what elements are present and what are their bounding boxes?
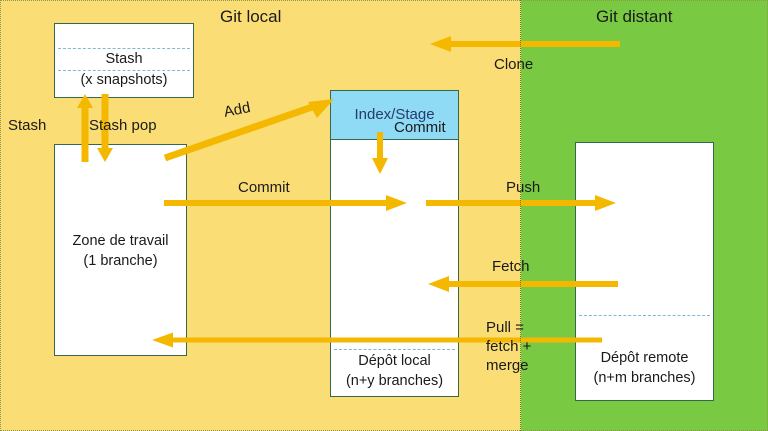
arrow-label-pull-line1: Pull = <box>486 319 524 336</box>
zone-title-git-local: Git local <box>220 7 282 26</box>
box-stash: Stash (x snapshots) <box>54 23 194 98</box>
arrow-label-commit-horizontal: Commit <box>238 179 290 196</box>
arrow-stash-pop <box>96 94 120 162</box>
arrow-label-pull-line3: merge <box>486 357 529 374</box>
stash-dashed-line-2 <box>58 70 190 71</box>
box-depot-remote-label-line2: (n+m branches) <box>593 370 696 386</box>
arrow-pull <box>150 331 602 349</box>
arrow-label-stash-pop: Stash pop <box>89 117 157 134</box>
zone-title-git-distant: Git distant <box>596 7 673 26</box>
arrow-stash <box>76 94 100 162</box>
arrow-fetch <box>426 275 618 293</box>
box-depot-local-label-line2: (n+y branches) <box>345 373 444 389</box>
arrow-commit-vertical <box>370 132 390 176</box>
depot-remote-dashed-line <box>579 315 710 316</box>
box-stash-label-line2: (x snapshots) <box>80 72 168 88</box>
arrow-label-fetch: Fetch <box>492 258 530 275</box>
box-index-stage: Index/Stage <box>330 90 459 140</box>
arrow-clone <box>428 35 620 53</box>
box-depot-remote-label-line1: Dépôt remote <box>600 350 689 366</box>
box-zone-de-travail-label-line1: Zone de travail <box>72 233 169 249</box>
stash-dashed-line-1 <box>58 48 190 49</box>
box-stash-label-line1: Stash <box>105 51 143 67</box>
arrow-label-clone: Clone <box>494 56 534 73</box>
depot-local-dashed-line <box>334 349 455 350</box>
box-depot-remote: Dépôt remote (n+m branches) <box>575 142 714 401</box>
box-zone-de-travail: Zone de travail (1 branche) <box>54 144 187 356</box>
arrow-label-commit-vertical: Commit <box>394 119 446 136</box>
arrow-label-push: Push <box>506 179 541 196</box>
arrow-label-stash: Stash <box>8 117 47 134</box>
arrow-push <box>426 194 618 212</box>
box-index-stage-label: Index/Stage <box>354 106 435 123</box>
box-depot-local: Dépôt local (n+y branches) <box>330 139 459 397</box>
arrow-label-pull-line2: fetch + <box>486 338 532 355</box>
box-depot-local-label-line1: Dépôt local <box>358 353 431 369</box>
box-zone-de-travail-label-line2: (1 branche) <box>83 253 158 269</box>
arrow-add <box>162 96 337 162</box>
arrow-commit-horizontal <box>164 194 409 212</box>
zone-divider-line <box>520 0 521 431</box>
arrow-label-pull: Pull = fetch + merge <box>486 318 566 375</box>
